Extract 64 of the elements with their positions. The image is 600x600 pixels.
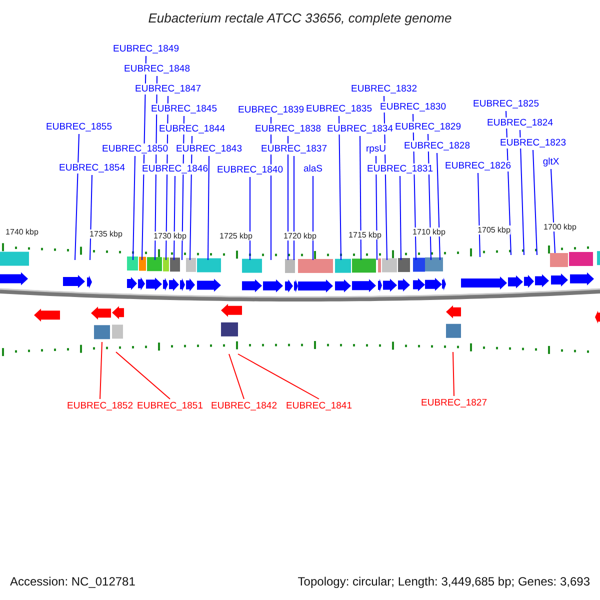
gene-label: EUBREC_1829 [395, 122, 461, 132]
gene-label: EUBREC_1827 [421, 398, 487, 408]
gene-label: EUBREC_1824 [487, 118, 553, 128]
gene-label: EUBREC_1838 [255, 124, 321, 134]
gene-label: EUBREC_1823 [500, 138, 566, 148]
gene-label: EUBREC_1843 [176, 144, 242, 154]
leader-line [338, 116, 342, 260]
scale-label: 1725 kbp [220, 232, 252, 240]
gene-label: EUBREC_1826 [445, 160, 511, 172]
leader-line [400, 176, 402, 260]
scale-label: 1735 kbp [90, 230, 122, 238]
leader-line [452, 352, 454, 396]
gene-label: EUBREC_1854 [59, 162, 125, 174]
gene-label: EUBREC_1851 [137, 400, 203, 412]
gene-label: EUBREC_1825 [473, 98, 539, 110]
gene-label: EUBREC_1841 [286, 400, 352, 412]
leader-line [478, 172, 480, 258]
gene-label: EUBREC_1846 [142, 164, 208, 174]
scale-label: 1705 kbp [478, 226, 510, 234]
gene-label: EUBREC_1830 [380, 102, 446, 112]
gene-label: EUBREC_1850 [102, 144, 168, 154]
gene-label: EUBREC_1837 [261, 144, 327, 154]
gene-label: EUBREC_1852 [67, 400, 133, 412]
gene-label: alaS [304, 164, 322, 174]
footer-note: Topology: circular; Length: 3,449,685 bp; Genes: 3,693 [298, 576, 590, 588]
leader-line [228, 354, 244, 400]
scale-label: 1700 kbp [544, 222, 576, 232]
gene-label: rpsU [366, 144, 386, 154]
gene-label: EUBREC_1845 [151, 104, 217, 114]
leader-line [312, 176, 314, 260]
gene-label: EUBREC_1835 [306, 104, 372, 114]
leader-line [360, 136, 362, 260]
gene-label: EUBREC_1840 [217, 164, 283, 176]
gene-label: EUBREC_1849 [113, 44, 179, 54]
leader-line [90, 174, 92, 260]
leader-line [174, 176, 176, 260]
gene-label: EUBREC_1847 [135, 84, 201, 94]
scale-label: 1715 kbp [348, 230, 382, 240]
gene-label: EUBREC_1828 [404, 140, 470, 152]
leader-line [208, 156, 210, 260]
scale-label: 1720 kbp [284, 232, 316, 240]
leader-line [532, 150, 538, 256]
gene-label: EUBREC_1832 [351, 84, 417, 94]
leader-line [116, 352, 170, 400]
gene-label: EUBREC_1839 [238, 104, 304, 116]
scale-label: 1710 kbp [412, 228, 446, 236]
scale-label: 1730 kbp [154, 232, 186, 240]
leader-line [238, 354, 320, 400]
gene-label: EUBREC_1848 [124, 64, 190, 74]
gene-label: EUBREC_1834 [327, 124, 393, 134]
leader-line [436, 152, 440, 260]
gene-label: EUBREC_1844 [159, 124, 225, 134]
leader-line [100, 342, 102, 400]
title: Eubacterium rectale ATCC 33656, complete genome [148, 12, 452, 24]
gene-label: EUBREC_1855 [46, 122, 112, 132]
scale-label: 1740 kbp [6, 228, 38, 236]
leader-line [550, 168, 556, 254]
footer-note: Accession: NC_012781 [10, 576, 136, 588]
leader-line [520, 130, 524, 256]
leader-line [74, 134, 80, 260]
gene-label: gltX [542, 156, 560, 168]
leader-line [132, 156, 136, 260]
gene-label: EUBREC_1842 [211, 400, 277, 412]
gene-label: EUBREC_1831 [367, 164, 433, 174]
